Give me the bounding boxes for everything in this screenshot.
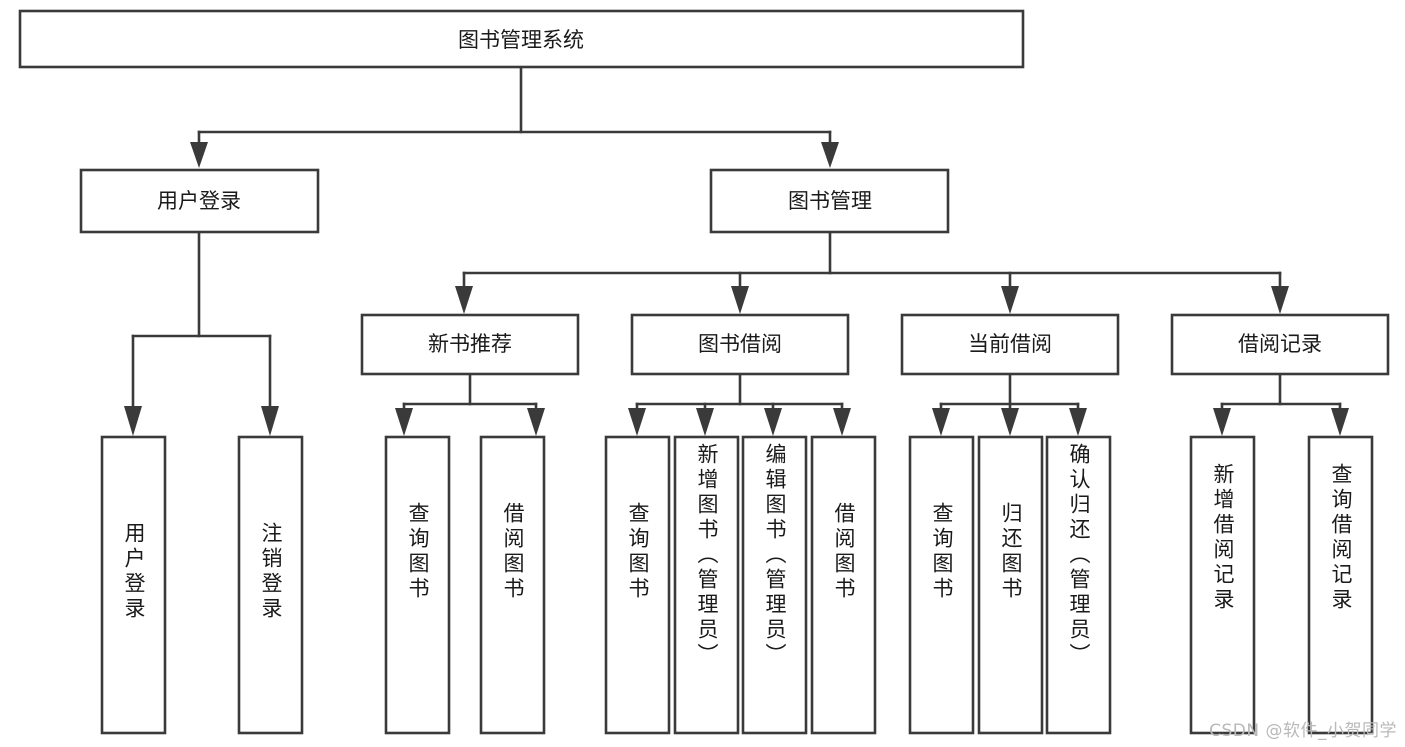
leaf-box-borrow-book-a[interactable] [479,435,546,735]
node-current-borrow-box[interactable] [900,313,1120,376]
leaf-box-user-login[interactable] [100,435,167,735]
arrow-head-new-book-recommend [455,286,473,314]
node-new-book-recommend-label: 新书推荐 [428,332,512,356]
node-user-login-label: 用户登录 [157,189,241,213]
arrow-head-leaf-query-book-a [395,408,413,436]
leaf-box-add-book[interactable] [673,435,740,735]
leaf-box-borrow-book-b[interactable] [810,435,877,735]
node-user-login-box[interactable] [79,168,320,234]
arrow-head-leaf-return-book [1001,408,1019,436]
node-root-box[interactable] [18,9,1025,69]
arrow-head-leaf-confirm-return [1069,408,1087,436]
node-borrow-record-box[interactable] [1170,313,1390,376]
arrow-head-current-borrow [1001,286,1019,314]
leaf-box-edit-book[interactable] [741,435,808,735]
node-book-manage-box[interactable] [709,168,950,234]
connector-group-book-borrow [628,372,851,436]
connector-group-new-book-recommend [395,372,545,436]
arrow-head-leaf-user-login [124,406,142,436]
node-book-borrow[interactable]: 图书借阅 [630,313,850,376]
node-borrow-record-label: 借阅记录 [1238,332,1322,356]
arrow-head-book-manage [821,142,839,168]
arrow-head-leaf-edit-book [764,408,782,436]
arrow-head-leaf-query-book-c [932,408,950,436]
arrow-head-leaf-query-record [1331,408,1349,436]
node-book-borrow-label: 图书借阅 [698,332,782,356]
node-user-login[interactable]: 用户登录 [79,168,320,234]
arrow-head-leaf-add-book [696,408,714,436]
connector-group-user-login [124,230,279,436]
connector-group-book-manage [455,230,1289,314]
node-current-borrow[interactable]: 当前借阅 [900,313,1120,376]
arrow-head-book-borrow [731,286,749,314]
node-root[interactable]: 图书管理系统 [18,9,1025,69]
connector-group-root [190,65,839,168]
leaf-box-query-record[interactable] [1307,435,1374,735]
arrow-head-leaf-borrow-book-a [527,408,545,436]
node-new-book-recommend-box[interactable] [360,313,580,376]
node-borrow-record[interactable]: 借阅记录 [1170,313,1390,376]
leaf-box-return-book[interactable] [977,435,1044,735]
node-book-manage[interactable]: 图书管理 [709,168,950,234]
leaf-box-query-book-a[interactable] [384,435,451,735]
arrow-head-leaf-logout [261,406,279,436]
arrow-head-borrow-record [1271,286,1289,314]
arrow-head-leaf-query-book-b [628,408,646,436]
leaf-box-query-book-b[interactable] [604,435,671,735]
arrow-head-leaf-borrow-book-b [833,408,851,436]
csdn-watermark: CSDN @软件_小贺同学 [1209,721,1397,741]
connector-group-borrow-record [1213,372,1349,436]
arrow-head-user-login [190,142,208,168]
node-new-book-recommend[interactable]: 新书推荐 [360,313,580,376]
leaf-box-logout[interactable] [237,435,304,735]
leaf-box-confirm-return[interactable] [1045,435,1112,735]
connector-group-current-borrow [932,372,1087,436]
arrow-head-leaf-add-record [1213,408,1231,436]
node-book-borrow-box[interactable] [630,313,850,376]
node-root-label: 图书管理系统 [458,28,584,52]
leaf-box-add-record[interactable] [1189,435,1256,735]
node-current-borrow-label: 当前借阅 [968,332,1052,356]
leaf-box-query-book-c[interactable] [908,435,975,735]
node-book-manage-label: 图书管理 [788,189,872,213]
